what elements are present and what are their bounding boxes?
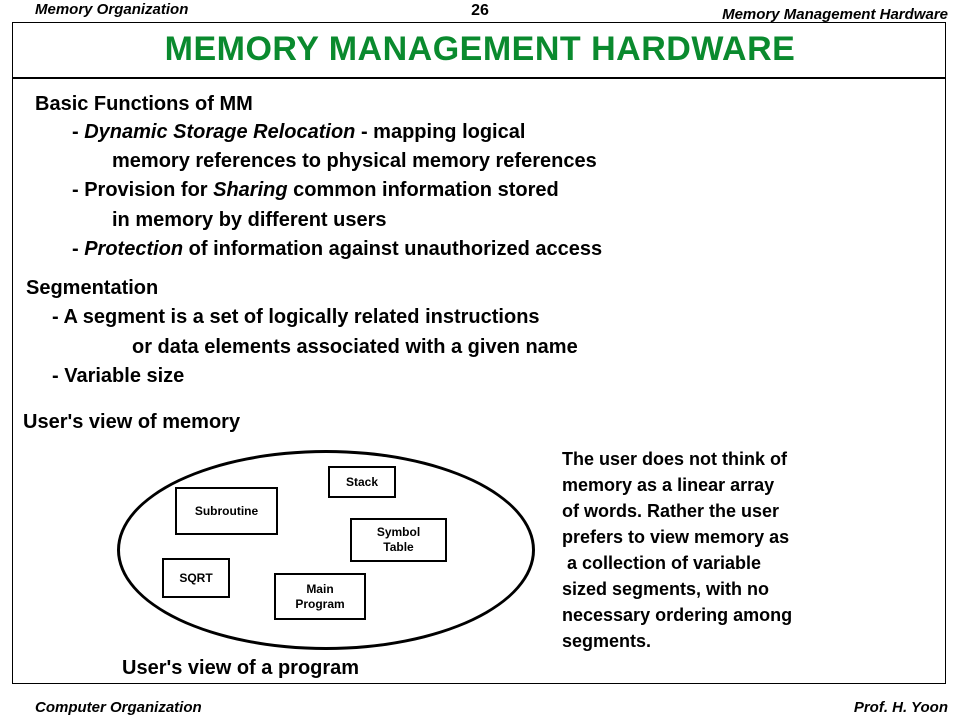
bullet-protection: - Protection of information against unau… bbox=[72, 238, 603, 260]
segmentation-line-2: or data elements associated with a given… bbox=[132, 336, 578, 358]
segmentation-line-3: - Variable size bbox=[52, 365, 185, 387]
note-line: prefers to view memory as bbox=[562, 527, 790, 547]
bullet-sharing-cont: in memory by different users bbox=[112, 209, 387, 231]
note-line: The user does not think of bbox=[562, 449, 788, 469]
segment-stack: Stack bbox=[328, 466, 396, 498]
users-view-heading: User's view of memory bbox=[23, 411, 241, 433]
bullet-relocation-cont: memory references to physical memory ref… bbox=[112, 150, 597, 172]
users-view-caption: User's view of a program bbox=[122, 657, 360, 679]
slide-title: MEMORY MANAGEMENT HARDWARE bbox=[164, 30, 796, 68]
note-line: a collection of variable bbox=[562, 553, 762, 573]
segment-sqrt: SQRT bbox=[162, 558, 230, 598]
segmentation-line-1: - A segment is a set of logically relate… bbox=[52, 306, 540, 328]
slide-frame bbox=[12, 22, 946, 684]
page-number: 26 bbox=[471, 2, 489, 19]
bullet-relocation: - Dynamic Storage Relocation - mapping l… bbox=[72, 121, 526, 143]
note-line: necessary ordering among bbox=[562, 605, 793, 625]
segment-subroutine: Subroutine bbox=[175, 487, 278, 535]
segmentation-heading: Segmentation bbox=[26, 277, 159, 299]
header-topic: Memory Management Hardware bbox=[722, 6, 948, 23]
footer-course: Computer Organization bbox=[35, 699, 202, 716]
note-line: sized segments, with no bbox=[562, 579, 770, 599]
note-line: memory as a linear array bbox=[562, 475, 775, 495]
note-line: of words. Rather the user bbox=[562, 501, 780, 521]
program-ellipse bbox=[117, 450, 535, 650]
basic-functions-heading: Basic Functions of MM bbox=[35, 93, 253, 115]
explanation-note: The user does not think of memory as a l… bbox=[562, 446, 792, 654]
footer-author: Prof. H. Yoon bbox=[853, 699, 948, 716]
note-line: segments. bbox=[562, 631, 652, 651]
title-divider bbox=[12, 77, 946, 79]
header-course: Memory Organization bbox=[35, 1, 189, 18]
bullet-sharing: - Provision for Sharing common informati… bbox=[72, 179, 559, 201]
